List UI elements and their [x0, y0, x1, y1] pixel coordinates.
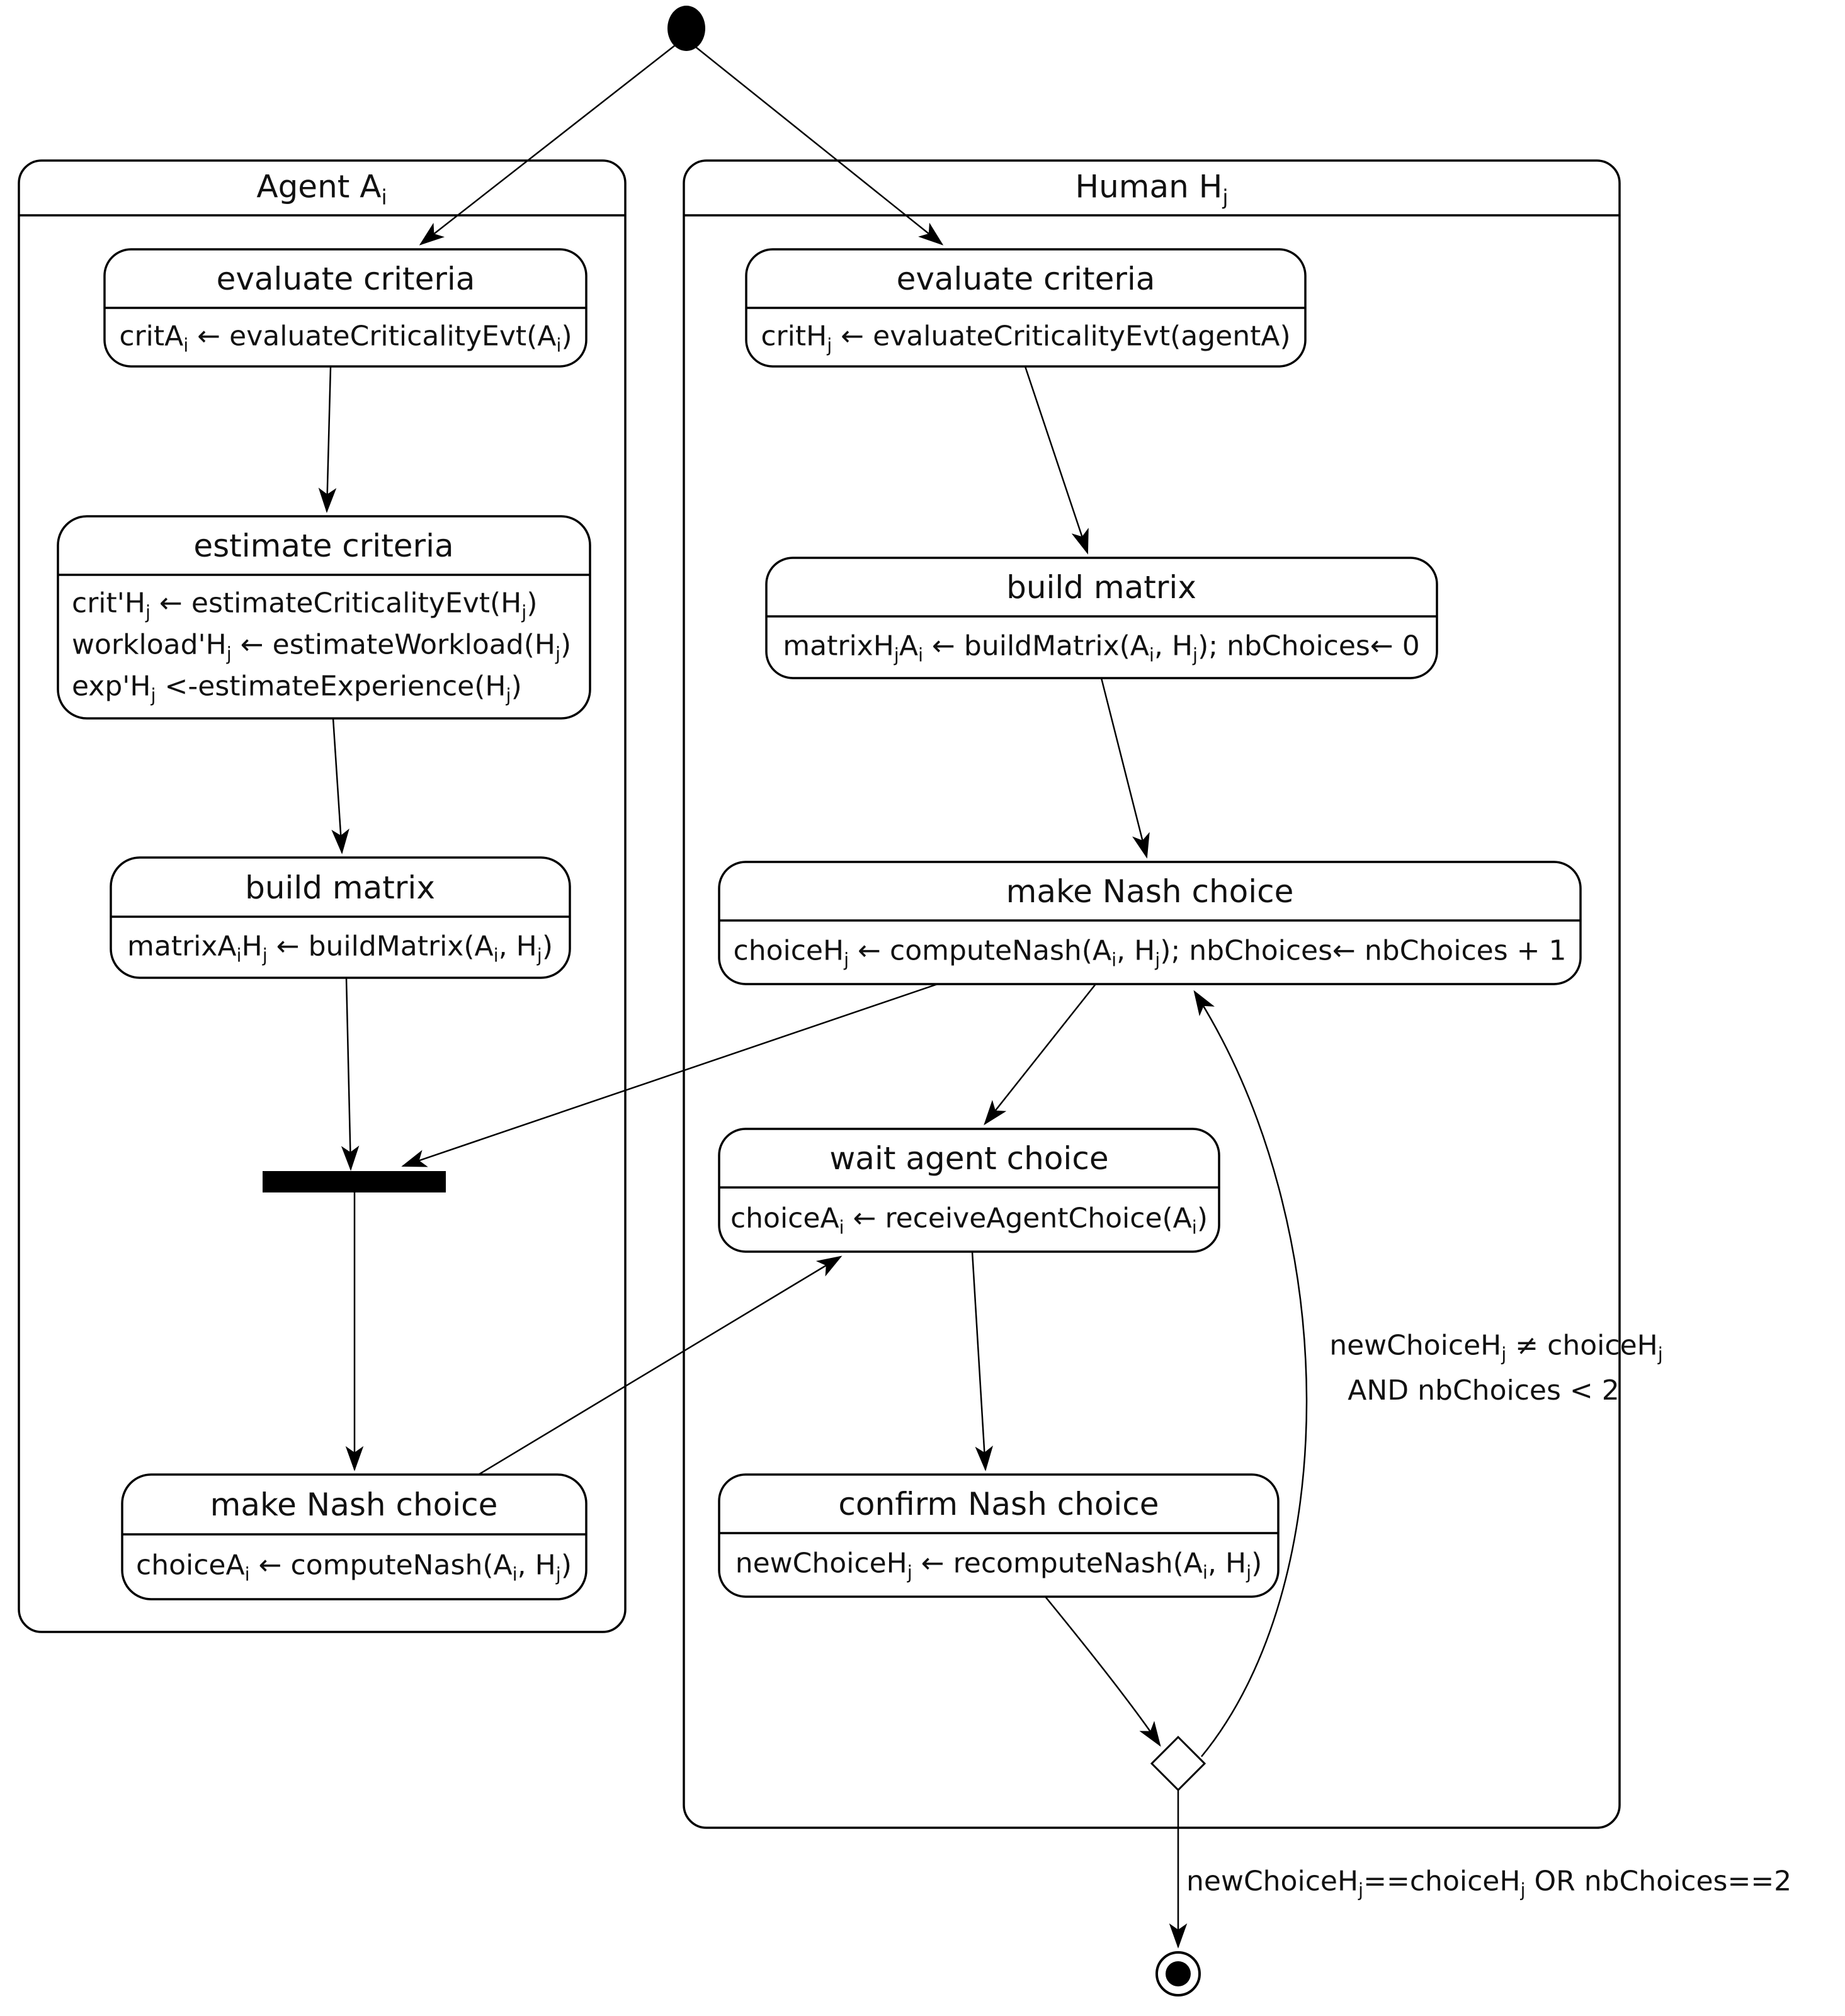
edge-label-loop-line1: newChoiceHj ≠ choiceHj [1329, 1329, 1663, 1366]
human-confirm-title: confirm Nash choice [838, 1486, 1159, 1522]
human-wait-title: wait agent choice [829, 1140, 1109, 1177]
edge-initial-to-human-evaluate [695, 46, 944, 246]
edge-decision-loop-to-human-nash [1193, 990, 1308, 1757]
edge-human-evaluate-to-build [1024, 366, 1089, 555]
human-confirm-body: newChoiceHj ← recomputeNash(Ai, Hj) [735, 1547, 1263, 1583]
edge-human-nash-to-join [401, 983, 938, 1167]
activity-human-make-nash-choice [718, 861, 1582, 985]
agent-nash-body: choiceAi ← computeNash(Ai, Hj) [136, 1549, 572, 1585]
human-evaluate-title: evaluate criteria [896, 261, 1155, 297]
human-nash-body: choiceHj ← computeNash(Ai, Hj); nbChoice… [733, 934, 1567, 971]
edge-label-loop-line2: AND nbChoices < 2 [1348, 1374, 1620, 1407]
activity-agent-estimate-criteria [57, 515, 591, 720]
activity-human-build-matrix [765, 557, 1438, 679]
agent-estimate-title: estimate criteria [193, 528, 454, 564]
lane-human-title: Human Hj [1075, 168, 1229, 210]
edge-human-build-to-nash [1100, 677, 1150, 859]
activity-human-confirm-nash-choice [718, 1473, 1280, 1598]
human-build-body: matrixHjAi ← buildMatrix(Ai, Hj); nbChoi… [783, 630, 1420, 666]
human-evaluate-body: critHj ← evaluateCriticalityEvt(agentA) [761, 320, 1291, 356]
edge-agent-estimate-to-build [331, 718, 349, 854]
human-wait-body: choiceAi ← receiveAgentChoice(Ai) [730, 1202, 1208, 1238]
agent-build-title: build matrix [245, 869, 435, 906]
edge-human-confirm-to-decision [1045, 1596, 1161, 1747]
agent-nash-title: make Nash choice [210, 1487, 498, 1523]
agent-build-body: matrixAiHj ← buildMatrix(Ai, Hj) [127, 930, 554, 966]
final-node [1155, 1951, 1201, 1996]
edge-human-nash-to-wait [984, 983, 1096, 1126]
agent-estimate-body-line2: workload'Hj ← estimateWorkload(Hj) [72, 628, 572, 665]
edge-agent-nash-to-human-wait [478, 1255, 843, 1476]
human-nash-title: make Nash choice [1006, 873, 1294, 910]
activity-agent-build-matrix [110, 856, 571, 979]
activity-agent-make-nash-choice [121, 1473, 588, 1600]
edge-label-exit: newChoiceHj==choiceHj OR nbChoices==2 [1186, 1865, 1792, 1901]
agent-estimate-body-line1: crit'Hj ← estimateCriticalityEvt(Hj) [72, 587, 538, 623]
edge-human-wait-to-confirm [971, 1251, 994, 1471]
agent-evaluate-title: evaluate criteria [216, 261, 475, 297]
initial-node [667, 6, 705, 51]
agent-evaluate-body: critAi ← evaluateCriticalityEvt(Ai) [119, 320, 572, 356]
edge-agent-build-to-join [341, 977, 360, 1171]
activity-agent-evaluate-criteria [103, 248, 588, 368]
join-bar [263, 1171, 446, 1192]
agent-estimate-body-line3: exp'Hj <-estimateExperience(Hj) [72, 670, 522, 706]
edge-agent-evaluate-to-estimate [318, 366, 337, 513]
decision-diamond [1150, 1735, 1206, 1792]
activity-human-wait-agent-choice [718, 1128, 1220, 1253]
lane-agent-title: Agent Ai [256, 168, 387, 210]
edge-initial-to-agent-evaluate [419, 45, 676, 246]
human-build-title: build matrix [1006, 569, 1196, 606]
activity-human-evaluate-criteria [745, 248, 1307, 368]
